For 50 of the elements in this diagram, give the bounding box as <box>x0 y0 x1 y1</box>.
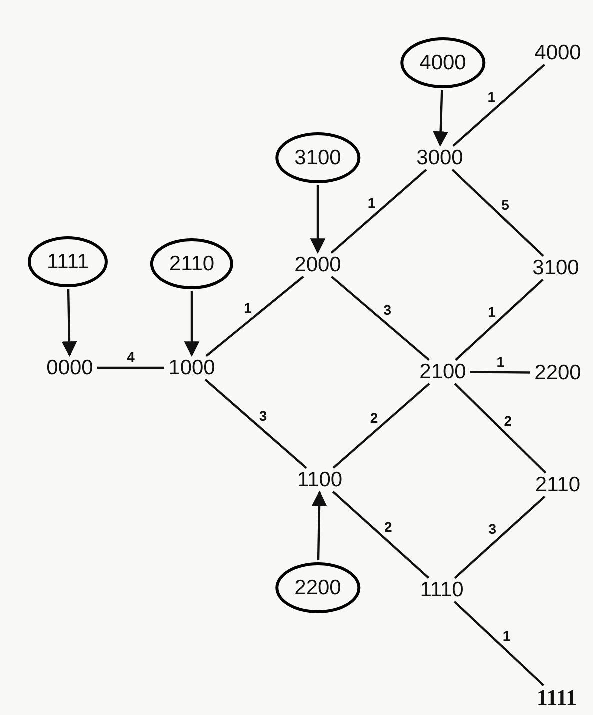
state-label: 1111 <box>534 687 580 709</box>
line <box>206 276 304 358</box>
line <box>204 378 308 470</box>
edge-label: 1 <box>496 354 504 368</box>
edge-label: 3 <box>259 408 268 423</box>
state-label: 3000 <box>414 148 466 168</box>
state-label: 0000 <box>44 358 96 378</box>
line <box>454 601 545 686</box>
state-label: 1000 <box>166 358 218 378</box>
edge-label: 2 <box>504 414 512 428</box>
line <box>98 366 164 370</box>
state-label: 1110 <box>418 580 466 600</box>
edge-label: 2 <box>370 410 378 425</box>
edge-label: 5 <box>502 198 510 212</box>
arrow <box>312 490 328 561</box>
state-label: 2100 <box>418 362 468 382</box>
state-label: 2110 <box>533 474 583 496</box>
state-label: 3100 <box>530 258 582 278</box>
line <box>332 491 430 579</box>
edge-label: 4 <box>127 350 135 364</box>
line <box>330 169 428 254</box>
state-oval: 4000 <box>400 38 486 88</box>
edge-label: 1 <box>488 304 496 319</box>
arrow <box>433 90 449 148</box>
arrow <box>184 292 200 358</box>
state-oval: 1111 <box>28 236 108 288</box>
arrow <box>310 186 326 254</box>
state-oval: 3100 <box>276 132 360 184</box>
state-label: 1100 <box>295 470 345 490</box>
edge-label: 3 <box>384 303 392 318</box>
arrow <box>62 289 78 358</box>
line <box>470 371 530 374</box>
line <box>454 496 546 579</box>
edge-label: 1 <box>488 90 496 104</box>
edge-label: 3 <box>488 522 496 536</box>
line <box>452 64 546 147</box>
state-label: 2000 <box>292 254 344 276</box>
state-oval: 2200 <box>276 562 360 614</box>
state-label: 4000 <box>532 42 584 64</box>
state-label: 2200 <box>532 362 584 384</box>
line <box>455 279 544 361</box>
edge-label: 1 <box>244 300 252 315</box>
line <box>454 383 547 474</box>
edge-label: 2 <box>384 520 392 534</box>
edge-label: 1 <box>502 628 511 643</box>
line <box>332 383 430 469</box>
line <box>452 169 544 257</box>
state-oval: 2110 <box>150 238 234 290</box>
line <box>331 276 430 362</box>
edge-label: 1 <box>368 196 376 210</box>
